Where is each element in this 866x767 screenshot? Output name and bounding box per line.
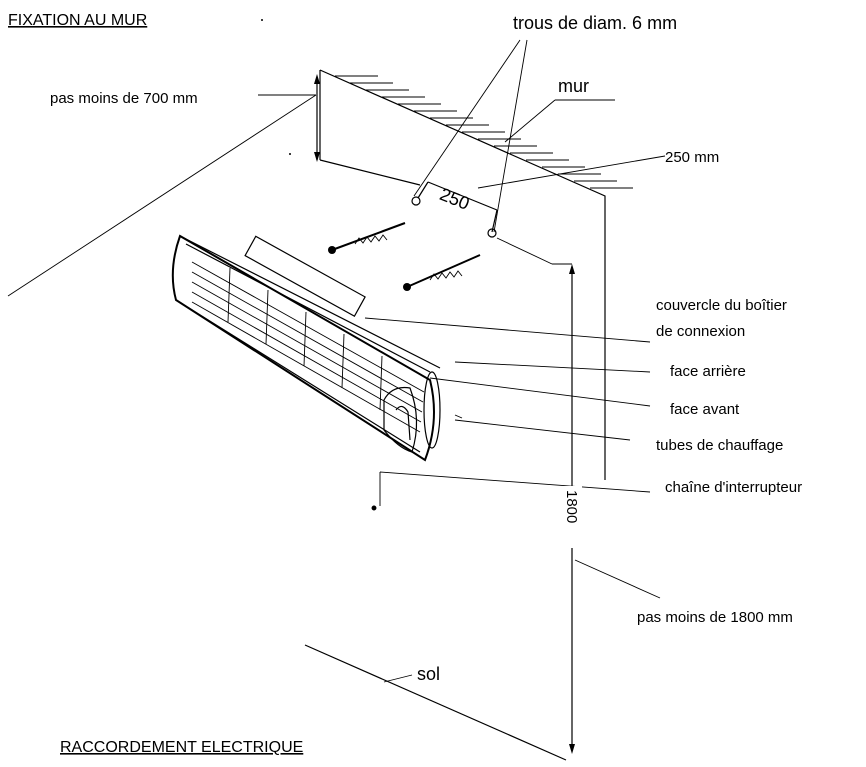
dimension-1800: 1800 pas moins de 1800 mm (562, 264, 793, 754)
dimension-700: pas moins de 700 mm (7, 74, 320, 297)
label-box-cover-2: de connexion (656, 323, 745, 340)
label-front-face: face avant (670, 401, 740, 418)
title-wall-mounting: FIXATION AU MUR (8, 12, 147, 29)
label-wall: mur (558, 76, 589, 96)
label-250-tag: 250 (437, 184, 472, 214)
dimension-250: 250 250 mm (411, 149, 719, 238)
callout-leaders (364, 237, 651, 511)
label-box-cover-1: couvercle du boîtier (656, 297, 787, 314)
wall-hatching (335, 75, 633, 189)
label-1800: 1800 (563, 490, 580, 523)
floor-line: sol (304, 644, 567, 761)
heater-unit (171, 234, 441, 462)
title-electrical-connection: RACCORDEMENT ELECTRIQUE (60, 739, 303, 756)
label-floor: sol (417, 664, 440, 684)
label-min-1800: pas moins de 1800 mm (637, 609, 793, 626)
wall-panel (319, 69, 606, 480)
label-holes: trous de diam. 6 mm (513, 13, 677, 33)
screw-icon (403, 254, 481, 291)
label-heating-tubes: tubes de chauffage (656, 437, 783, 454)
wall-label: mur (504, 76, 615, 143)
screw-icon (328, 222, 406, 254)
label-rear-face: face arrière (670, 363, 746, 380)
label-min-700: pas moins de 700 mm (50, 90, 198, 107)
label-250mm: 250 mm (665, 149, 719, 166)
label-switch-chain: chaîne d'interrupteur (665, 479, 802, 496)
holes-leaders: trous de diam. 6 mm (413, 13, 677, 233)
